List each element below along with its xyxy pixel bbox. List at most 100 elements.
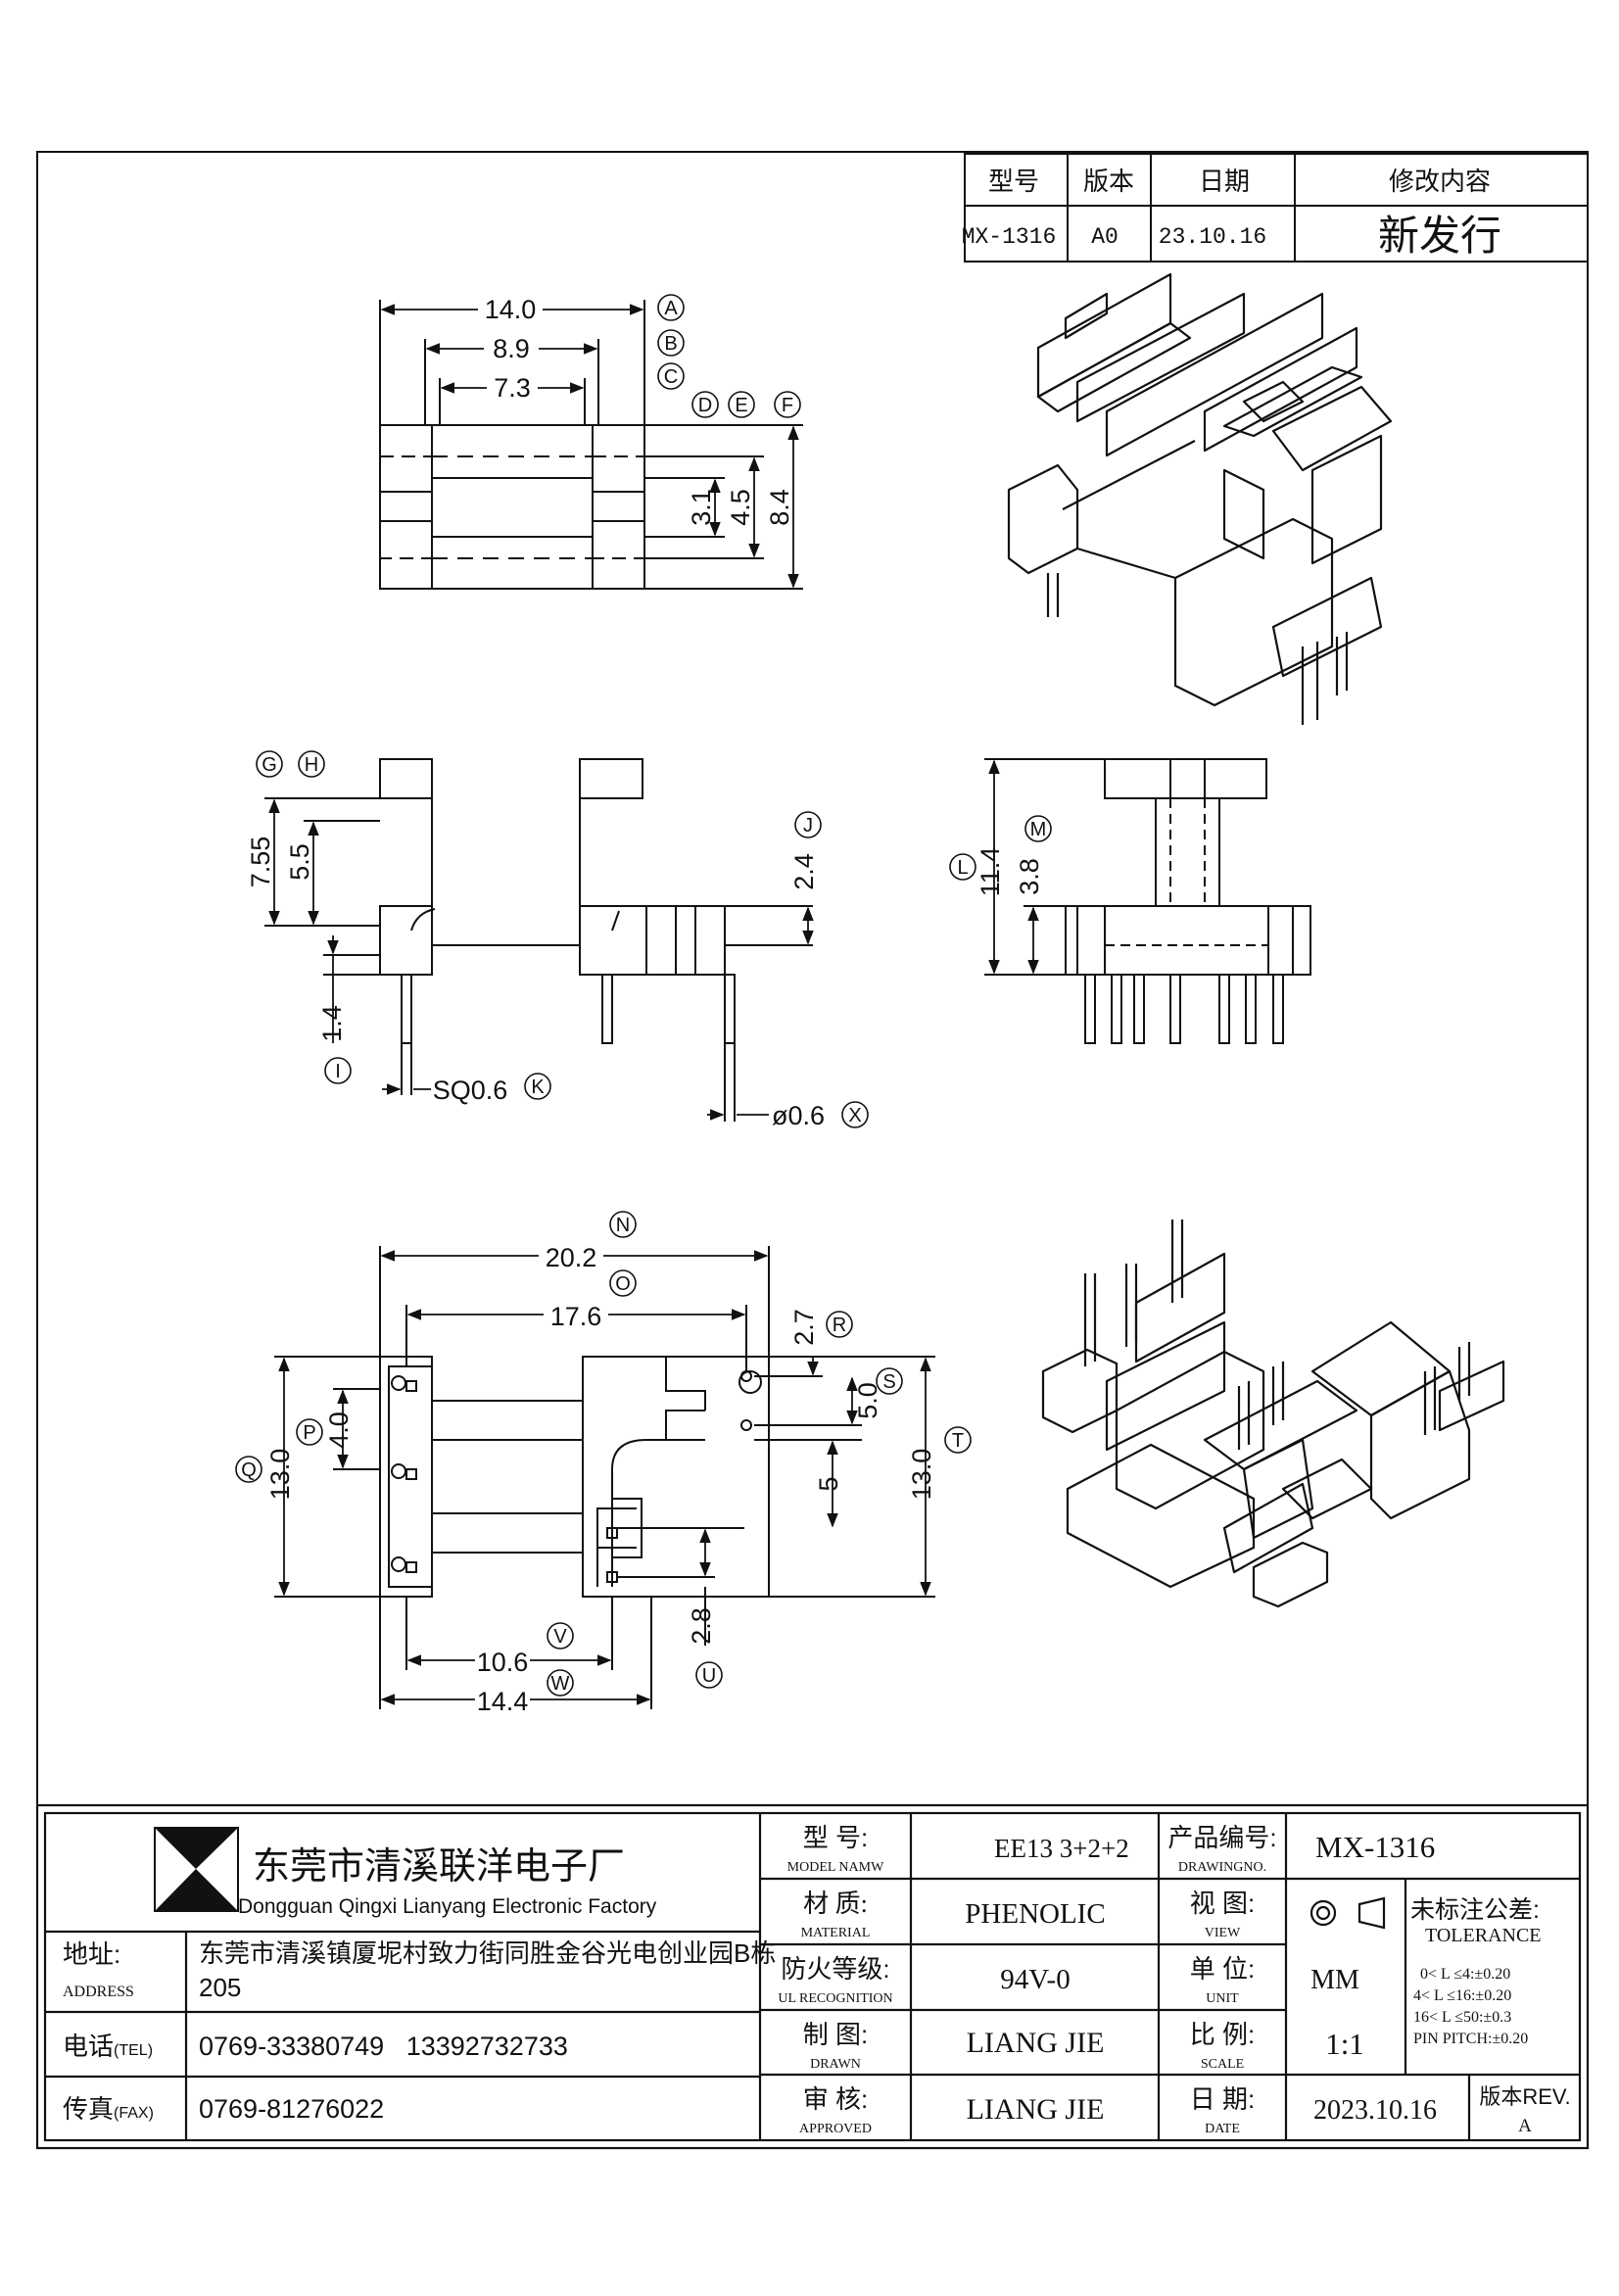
drawing-no-value: MX-1316 bbox=[1315, 1830, 1435, 1864]
dim-bottom-4-0: 4.0 bbox=[324, 1411, 354, 1449]
dim-front-5-5: 5.5 bbox=[285, 843, 314, 881]
marker-L: L bbox=[957, 857, 968, 879]
material-label-en: MATERIAL bbox=[801, 1926, 871, 1940]
dim-front-sq0-6: SQ0.6 bbox=[433, 1076, 508, 1105]
rev-changes: 新发行 bbox=[1378, 213, 1501, 259]
rev-header-changes: 修改内容 bbox=[1389, 167, 1491, 196]
marker-S: S bbox=[882, 1371, 895, 1393]
address-label: 地址: bbox=[63, 1939, 120, 1969]
rev-date: 23.10.16 bbox=[1159, 224, 1266, 250]
dim-top-7-3: 7.3 bbox=[494, 373, 531, 403]
marker-I: I bbox=[335, 1061, 341, 1082]
dim-top-14-0: 14.0 bbox=[485, 295, 537, 324]
date-value: 2023.10.16 bbox=[1313, 2095, 1437, 2126]
tel-label: 电话(TEL) bbox=[63, 2032, 153, 2061]
rev-value: A bbox=[1518, 2116, 1532, 2136]
date-label-en: DATE bbox=[1205, 2122, 1240, 2136]
dim-top-4-5: 4.5 bbox=[726, 489, 755, 526]
ul-label: 防火等级: bbox=[781, 1954, 889, 1984]
dim-bottom-5: 5 bbox=[814, 1476, 843, 1491]
model-label: 型 号: bbox=[803, 1823, 868, 1852]
unit-label-en: UNIT bbox=[1206, 1991, 1239, 2006]
projection-symbol-icon bbox=[1309, 1896, 1386, 1930]
marker-U: U bbox=[702, 1665, 716, 1687]
date-label: 日 期: bbox=[1190, 2084, 1255, 2114]
view-label: 视 图: bbox=[1190, 1889, 1255, 1918]
rev-header-date: 日期 bbox=[1199, 167, 1250, 196]
rev-label: 版本REV. bbox=[1479, 2084, 1570, 2109]
marker-F: F bbox=[782, 395, 793, 416]
dim-front-1-4: 1.4 bbox=[317, 1005, 347, 1042]
marker-P: P bbox=[303, 1422, 315, 1444]
drawn-label: 制 图: bbox=[803, 2020, 868, 2049]
marker-T: T bbox=[952, 1430, 964, 1452]
dim-side-3-8: 3.8 bbox=[1015, 858, 1044, 895]
bottom-view bbox=[274, 1246, 935, 1709]
dim-bottom-17-6: 17.6 bbox=[550, 1302, 602, 1331]
dim-bottom-20-2: 20.2 bbox=[546, 1243, 597, 1272]
top-view bbox=[379, 300, 803, 590]
fax-value: 0769-81276022 bbox=[199, 2094, 384, 2124]
model-value: EE13 3+2+2 bbox=[994, 1834, 1129, 1863]
address-line-2: 205 bbox=[199, 1973, 241, 2002]
dim-front-2-4: 2.4 bbox=[789, 853, 819, 890]
tel-value: 0769-33380749 13392732733 bbox=[199, 2032, 568, 2061]
marker-N: N bbox=[616, 1215, 630, 1236]
unit-label: 单 位: bbox=[1190, 1954, 1255, 1984]
company-name-en: Dongguan Qingxi Lianyang Electronic Fact… bbox=[238, 1895, 657, 1918]
front-view bbox=[264, 758, 813, 1122]
marker-V: V bbox=[553, 1626, 567, 1648]
ul-label-en: UL RECOGNITION bbox=[778, 1991, 892, 2006]
side-view bbox=[984, 758, 1311, 1044]
approved-label-en: APPROVED bbox=[799, 2122, 872, 2136]
marker-D: D bbox=[698, 395, 712, 416]
marker-R: R bbox=[833, 1315, 846, 1336]
dim-bottom-2-8: 2.8 bbox=[687, 1607, 716, 1645]
marker-J: J bbox=[803, 815, 813, 837]
dim-front-7-55: 7.55 bbox=[246, 837, 275, 888]
model-label-en: MODEL NAMW bbox=[787, 1860, 884, 1875]
tolerance-line-1: 0< L ≤4:±0.20 bbox=[1420, 1966, 1510, 1983]
dim-bottom-13-0-right: 13.0 bbox=[907, 1449, 936, 1501]
dim-bottom-2-7: 2.7 bbox=[789, 1309, 819, 1346]
company-logo-icon bbox=[154, 1827, 239, 1912]
marker-C: C bbox=[664, 366, 678, 388]
address-line-1: 东莞市清溪镇厦坭村致力街同胜金谷光电创业园B栋 bbox=[199, 1938, 776, 1968]
tolerance-title: 未标注公差: bbox=[1410, 1896, 1540, 1924]
address-label-en: ADDRESS bbox=[63, 1984, 134, 2000]
dim-top-8-4: 8.4 bbox=[765, 489, 794, 526]
marker-M: M bbox=[1030, 819, 1047, 840]
drawn-value: LIANG JIE bbox=[967, 2027, 1105, 2059]
rev-model: MX-1316 bbox=[962, 224, 1057, 250]
drawn-label-en: DRAWN bbox=[810, 2057, 861, 2072]
marker-Q: Q bbox=[241, 1459, 257, 1481]
dim-front-dia0-6: ø0.6 bbox=[772, 1101, 825, 1130]
revision-table bbox=[964, 153, 1589, 263]
rev-header-version: 版本 bbox=[1083, 167, 1134, 196]
title-block-frame bbox=[35, 1803, 1590, 2150]
dim-bottom-10-6: 10.6 bbox=[477, 1648, 529, 1677]
marker-H: H bbox=[305, 754, 318, 776]
unit-value: MM bbox=[1310, 1965, 1359, 1995]
marker-B: B bbox=[664, 333, 677, 355]
scale-label-en: SCALE bbox=[1201, 2057, 1244, 2072]
dim-bottom-13-0-left: 13.0 bbox=[265, 1449, 295, 1501]
dim-top-3-1: 3.1 bbox=[687, 489, 716, 526]
tolerance-line-2: 4< L ≤16:±0.20 bbox=[1413, 1987, 1511, 2004]
material-label: 材 质: bbox=[803, 1889, 868, 1918]
material-value: PHENOLIC bbox=[965, 1898, 1105, 1930]
marker-X: X bbox=[848, 1105, 861, 1126]
dim-bottom-5-0-right: 5.0 bbox=[853, 1382, 882, 1419]
marker-G: G bbox=[262, 754, 277, 776]
rev-header-model: 型号 bbox=[988, 167, 1039, 196]
marker-O: O bbox=[615, 1273, 631, 1295]
isometric-view-bottom bbox=[1041, 1220, 1505, 1608]
scale-value: 1:1 bbox=[1325, 2027, 1364, 2061]
dim-top-8-9: 8.9 bbox=[493, 334, 530, 363]
marker-A: A bbox=[664, 298, 678, 319]
scale-label: 比 例: bbox=[1190, 2020, 1255, 2049]
marker-E: E bbox=[735, 395, 747, 416]
marker-K: K bbox=[531, 1076, 545, 1098]
marker-W: W bbox=[551, 1673, 570, 1695]
tolerance-line-3: 16< L ≤50:±0.3 bbox=[1413, 2009, 1511, 2026]
